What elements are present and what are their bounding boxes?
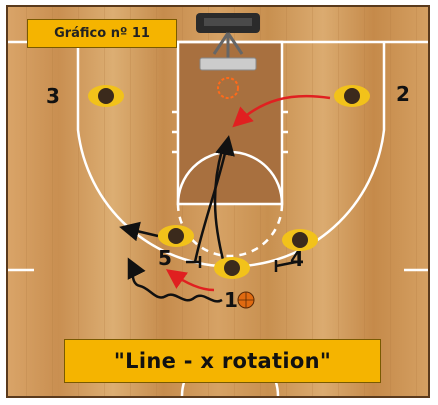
screen-marker-4 [274, 260, 297, 272]
move-arrow-3 [119, 221, 159, 242]
player-figure-2 [334, 85, 370, 107]
player-figure-1 [214, 257, 250, 279]
player-number-4: 4 [290, 247, 304, 271]
free-throw-circle-bottom [176, 203, 284, 258]
dribble-arrow-1 [127, 257, 223, 303]
player-number-1: 1 [224, 288, 238, 312]
player-number-2: 2 [396, 82, 410, 106]
play-caption: "Line - x rotation" [64, 339, 381, 383]
diagram-label: Gráfico nº 11 [27, 19, 177, 48]
player-number-5: 5 [158, 246, 172, 270]
screen-marker-5 [186, 256, 202, 268]
backboard [196, 13, 260, 71]
basketball-icon [237, 291, 255, 309]
handoff-arrow [165, 269, 215, 292]
lane-marks [172, 110, 288, 154]
player-figure-3 [88, 85, 124, 107]
player-figure-5 [158, 225, 194, 247]
cut-arrow-5 [193, 135, 235, 263]
player-figure-4 [282, 229, 318, 251]
pass-arrow-2 [232, 94, 331, 128]
hoop-rim [217, 77, 239, 99]
player-number-3: 3 [46, 84, 60, 108]
